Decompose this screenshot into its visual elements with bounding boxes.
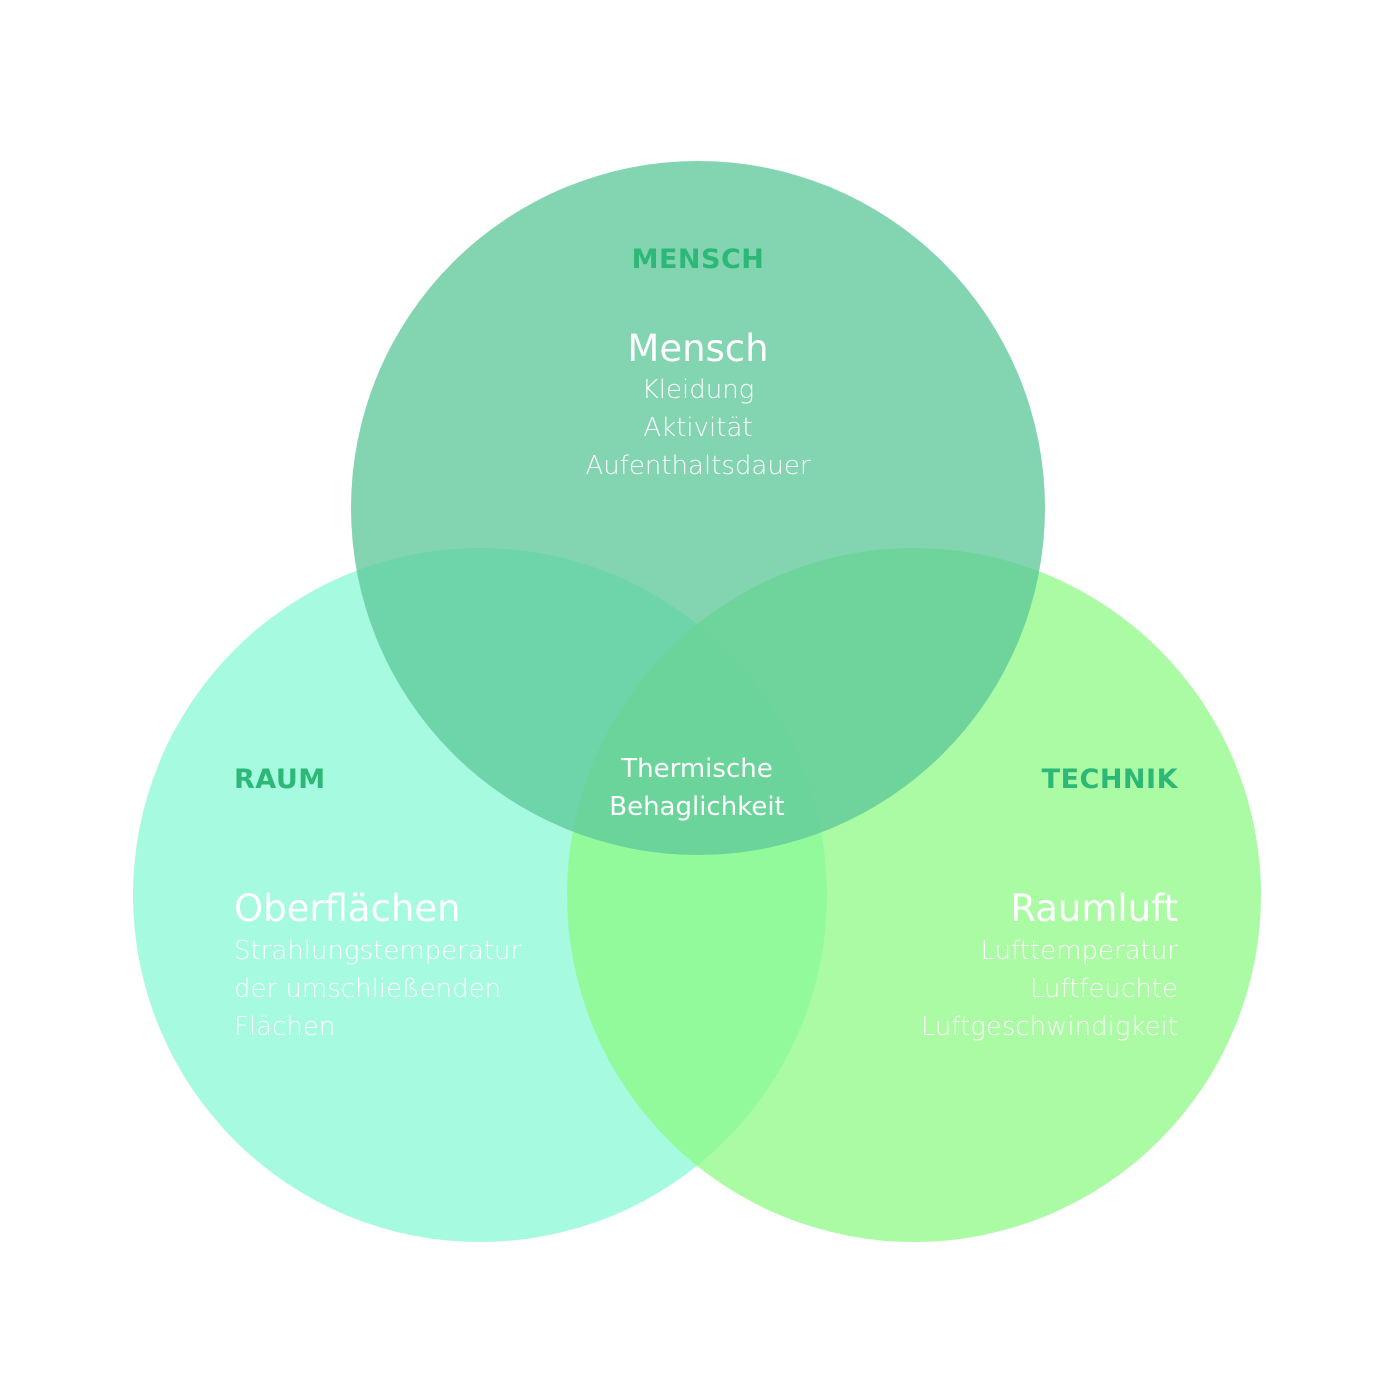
- raum-category-label: RAUM: [234, 764, 326, 795]
- mensch-heading: Mensch: [627, 327, 768, 370]
- center-label-line: Behaglichkeit: [609, 792, 785, 822]
- technik-category-label: TECHNIK: [1042, 764, 1179, 795]
- technik-item: Luftfeuchte: [1030, 974, 1178, 1004]
- raum-item: der umschließenden: [234, 974, 501, 1004]
- raum-item: Strahlungstemperatur: [234, 936, 521, 966]
- mensch-item: Kleidung: [642, 375, 755, 405]
- raum-heading: Oberflächen: [234, 887, 461, 930]
- technik-item: Lufttemperatur: [981, 936, 1179, 966]
- technik-item: Luftgeschwindigkeit: [921, 1012, 1178, 1042]
- mensch-circle: [351, 161, 1045, 855]
- technik-heading: Raumluft: [1010, 887, 1178, 930]
- center-label-line: Thermische: [620, 754, 772, 784]
- mensch-item: Aktivität: [643, 413, 752, 443]
- mensch-item: Aufenthaltsdauer: [585, 451, 810, 481]
- mensch-category-label: MENSCH: [632, 244, 765, 275]
- raum-item: Flächen: [234, 1012, 335, 1042]
